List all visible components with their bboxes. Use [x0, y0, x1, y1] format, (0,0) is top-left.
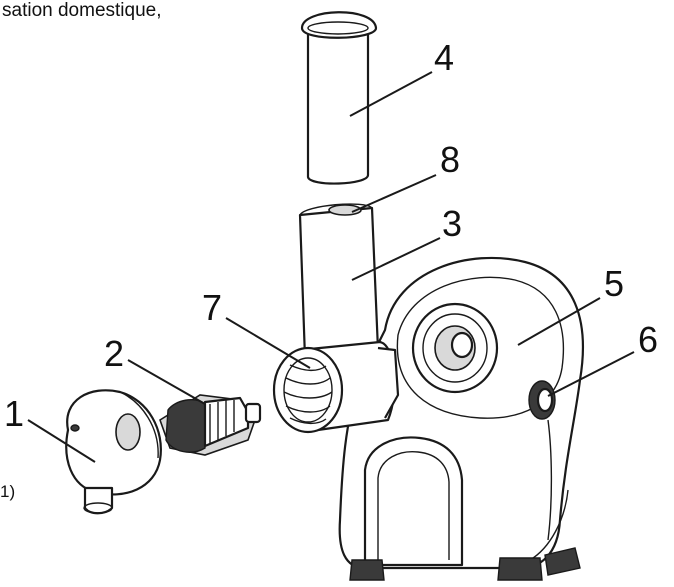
leader-5 [517, 297, 601, 346]
motor-housing [338, 256, 584, 581]
drive-socket [411, 302, 499, 394]
end-cap [65, 389, 162, 515]
leader-lines [27, 71, 635, 463]
caption-text: sation domestique, [2, 0, 162, 21]
food-pusher [300, 11, 378, 185]
cutting-cone [159, 394, 262, 456]
callout-5: 5 [604, 263, 625, 304]
leader-4 [349, 71, 433, 117]
leader-3 [351, 237, 441, 281]
leader-7 [225, 317, 311, 369]
leader-6 [547, 351, 635, 397]
cutter-housing [272, 340, 400, 434]
callout-4: 4 [434, 37, 455, 78]
callout-7: 7 [202, 287, 223, 328]
callout-6: 6 [638, 319, 659, 360]
leader-8 [351, 174, 437, 213]
callout-1: 1 [4, 393, 25, 434]
power-switch [528, 380, 556, 420]
feed-tube [298, 203, 380, 360]
callout-3: 3 [442, 203, 463, 244]
callout-8: 8 [440, 139, 461, 180]
callout-2: 2 [104, 333, 125, 374]
side-note: 1) [0, 482, 16, 501]
leader-1 [27, 419, 96, 463]
leader-2 [127, 359, 206, 405]
